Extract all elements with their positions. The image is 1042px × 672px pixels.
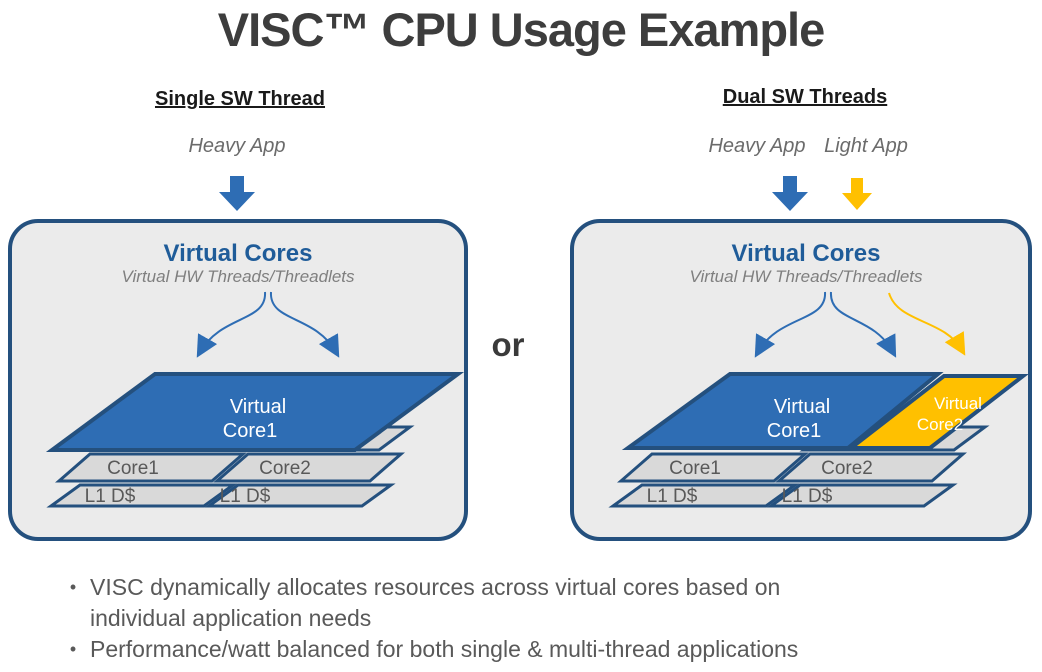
or-label: or: [491, 326, 525, 363]
right-split-arrow-right-icon: [829, 291, 897, 358]
right-light-app-label: Light App: [824, 135, 908, 157]
right-virtual-core2-line2: Core2: [917, 415, 963, 434]
right-box-subtitle: Virtual HW Threads/Threadlets: [689, 267, 923, 286]
bullet-dot-icon: •: [69, 639, 77, 659]
page-title: VISC™ CPU Usage Example: [217, 3, 826, 56]
left-virtual-core1-line2: Core1: [223, 420, 277, 442]
right-virtual-core1-line2: Core1: [767, 420, 821, 442]
right-core2-plane: [774, 452, 968, 483]
right-split-arrow-left-icon: [754, 291, 827, 358]
bullet-item: • VISC dynamically allocates resources a…: [56, 572, 826, 634]
right-core1-plane: [616, 452, 810, 483]
right-l1d-core1-plane: [608, 483, 800, 508]
left-l1d-core2-label: L1 D$: [220, 486, 271, 507]
left-column-header: Single SW Thread: [154, 88, 326, 110]
bullet-text: Performance/watt balanced for both singl…: [90, 636, 799, 662]
right-column-header: Dual SW Threads: [722, 86, 888, 108]
bullet-item: • Performance/watt balanced for both sin…: [56, 634, 826, 665]
right-virtual-core2-line1: Virtual: [934, 394, 982, 413]
left-heavy-app-label: Heavy App: [188, 135, 286, 157]
left-split-arrow-left-icon: [196, 291, 267, 358]
right-heavy-app-down-arrow-icon: [772, 176, 808, 211]
right-core2-label: Core2: [821, 458, 873, 479]
right-heavy-app-label: Heavy App: [708, 135, 806, 157]
bullet-text: VISC dynamically allocates resources acr…: [90, 574, 781, 631]
left-virtual-core1-plane: [45, 372, 465, 452]
left-core1-plane: [54, 452, 248, 483]
right-l1d-core2-plane: [766, 483, 958, 508]
left-l1d-core1-plane: [46, 483, 238, 508]
left-split-arrow-right-icon: [269, 291, 340, 358]
right-virtual-core2-plane: [845, 374, 1029, 450]
left-box-title: Virtual Cores: [164, 240, 313, 267]
left-l1d-core2-plane: [204, 483, 396, 508]
left-l1d-core1-label: L1 D$: [85, 486, 136, 507]
bullet-list: • VISC dynamically allocates resources a…: [56, 572, 826, 665]
right-box-title: Virtual Cores: [732, 240, 881, 267]
dual-thread-panel: Virtual Cores Virtual HW Threads/Threadl…: [570, 219, 1032, 541]
right-l1d-core2-label: L1 D$: [782, 486, 833, 507]
right-l1d-core1-label: L1 D$: [647, 486, 698, 507]
left-box-subtitle: Virtual HW Threads/Threadlets: [121, 267, 355, 286]
bullet-dot-icon: •: [69, 577, 77, 597]
left-core1-label: Core1: [107, 458, 159, 479]
left-virtual-core1-line1: Virtual: [230, 396, 286, 418]
left-core2-label: Core2: [259, 458, 311, 479]
right-light-app-down-arrow-icon: [842, 178, 872, 210]
right-core1-label: Core1: [669, 458, 721, 479]
heavy-app-down-arrow-icon: [219, 176, 255, 211]
single-thread-panel: Virtual Cores Virtual HW Threads/Threadl…: [8, 219, 468, 541]
right-virtual-core1-line1: Virtual: [774, 396, 830, 418]
left-core2-plane: [212, 452, 406, 483]
right-light-app-curve-arrow-icon: [888, 292, 966, 356]
